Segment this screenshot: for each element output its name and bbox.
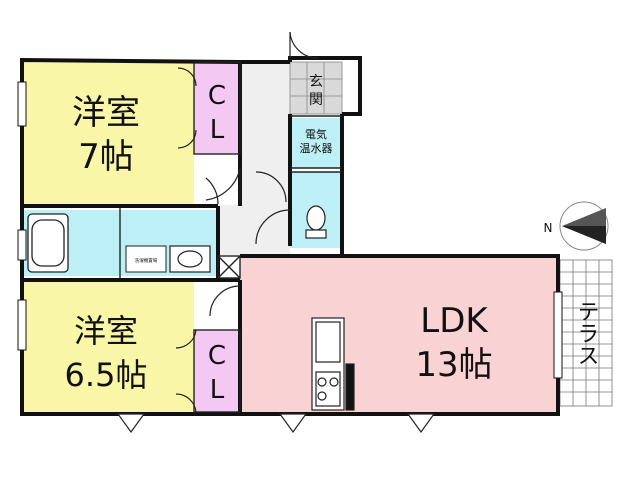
ldk-name: LDK: [420, 301, 489, 341]
terrace-label: テラス: [574, 300, 599, 366]
western-room-1-size: 7帖: [78, 137, 134, 177]
closet-2-label-bottom: L: [210, 375, 225, 405]
windows: [17, 81, 563, 379]
bathtub: [27, 213, 69, 273]
kitchen-counter: [311, 317, 355, 411]
entrance-tiles: [289, 61, 343, 115]
water-heater-box: [290, 118, 342, 168]
water-heater-line2: 温水器: [300, 142, 333, 155]
western-room-1-name: 洋室: [72, 93, 140, 133]
entrance-label-top: 玄: [309, 73, 323, 90]
closet-1: [194, 62, 240, 154]
closet-2-label-top: C: [208, 341, 226, 371]
ldk-room: [240, 258, 558, 412]
ldk-size: 13帖: [415, 345, 492, 385]
washer-space: [125, 245, 167, 273]
compass-north-label: N: [544, 221, 553, 235]
exterior-doors: [116, 413, 436, 434]
western-room-2-size: 6.5帖: [65, 356, 148, 394]
western-room-2-name: 洋室: [74, 312, 138, 350]
western-room-2: [24, 282, 194, 412]
interior-lines: [119, 61, 342, 413]
entrance-label-bottom: 関: [309, 92, 323, 108]
terrace: [559, 259, 613, 407]
washbasin: [169, 245, 211, 273]
door-swings: [175, 31, 319, 413]
toilet-fixture: [305, 205, 327, 239]
closet-1-label-bottom: L: [210, 115, 225, 145]
western-room-1: [24, 62, 194, 204]
compass: [559, 201, 609, 251]
closet-1-label-top: C: [208, 81, 226, 111]
water-heater-line1: 電気: [305, 127, 327, 141]
hallway-lower: [220, 205, 290, 255]
washer-space-label: 洗濯機置場: [135, 257, 158, 264]
closet-2: [194, 330, 240, 412]
